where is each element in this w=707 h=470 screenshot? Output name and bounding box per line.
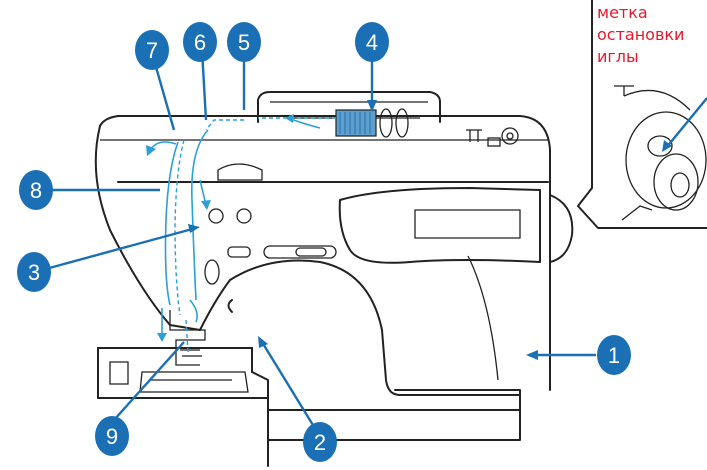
callout-3: 3 — [17, 252, 51, 292]
callout-4: 4 — [355, 22, 389, 62]
machine-body — [94, 91, 574, 396]
callout-2: 2 — [303, 422, 337, 462]
stop-mark-pointer — [665, 97, 707, 149]
thread-spool — [290, 108, 420, 138]
callout-7-label: 7 — [146, 38, 158, 63]
callout-6: 6 — [183, 22, 217, 62]
callout-4-label: 4 — [366, 30, 378, 55]
callout-9-label: 9 — [106, 424, 118, 449]
callout-8-label: 8 — [30, 178, 42, 203]
callout-5: 5 — [227, 22, 261, 62]
callout-3-label: 3 — [28, 260, 40, 285]
callout-1: 1 — [597, 335, 631, 375]
machine-base — [97, 347, 521, 467]
callouts: 1 2 3 4 5 6 7 8 — [17, 22, 631, 462]
callout-6-label: 6 — [194, 30, 206, 55]
inset-label-line-3: иглы — [597, 47, 639, 66]
inset-label-line-2: остановки — [597, 25, 684, 44]
callout-2-label: 2 — [314, 430, 326, 455]
thread-path — [146, 114, 336, 353]
inset-label-line-1: метка — [597, 3, 648, 22]
needle-stop-inset: метка остановки иглы — [577, 0, 707, 229]
callout-9: 9 — [95, 416, 129, 456]
callout-7: 7 — [135, 30, 169, 70]
callout-8: 8 — [19, 170, 53, 210]
callout-5-label: 5 — [238, 30, 250, 55]
callout-leaders — [41, 49, 596, 431]
callout-1-label: 1 — [608, 343, 620, 368]
